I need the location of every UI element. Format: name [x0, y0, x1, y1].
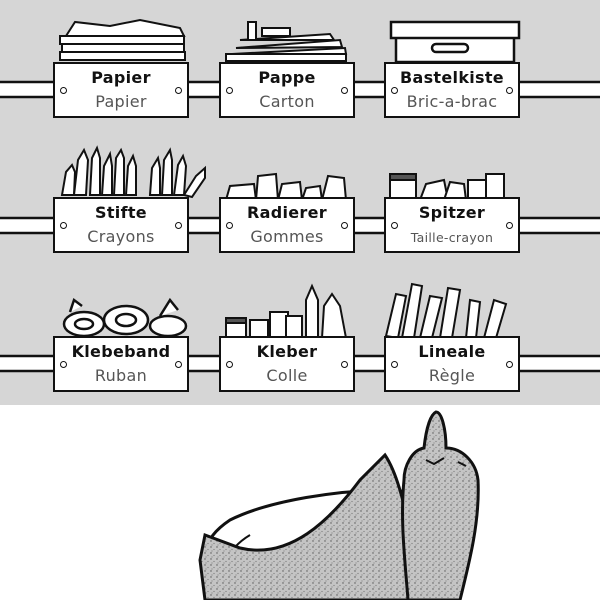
label-german: Pappe — [258, 68, 316, 87]
nail — [226, 361, 233, 368]
label-french: Crayons — [87, 227, 155, 246]
label-french: Gommes — [250, 227, 324, 246]
nail — [391, 222, 398, 229]
nail — [506, 361, 513, 368]
tape-rolls — [62, 297, 188, 338]
nail — [391, 87, 398, 94]
nail — [60, 361, 67, 368]
cat-paw — [401, 410, 480, 600]
shelf-label-craft-box: Bastelkiste Bric-a-brac — [384, 62, 520, 118]
shelf-label-cardboard: Pappe Carton — [219, 62, 355, 118]
nail — [341, 361, 348, 368]
label-german: Lineale — [418, 342, 486, 361]
nail — [341, 222, 348, 229]
nail — [60, 222, 67, 229]
shelf-label-pencils: Stifte Crayons — [53, 197, 189, 253]
label-french: Règle — [428, 366, 476, 385]
nail — [175, 361, 182, 368]
label-german: Papier — [91, 68, 151, 87]
nail — [226, 222, 233, 229]
cat-illustration — [198, 410, 480, 600]
cat-body — [198, 452, 432, 600]
nail — [175, 222, 182, 229]
label-french: Ruban — [94, 366, 148, 385]
nail — [391, 361, 398, 368]
nail — [175, 87, 182, 94]
nail — [226, 87, 233, 94]
label-french: Taille-crayon — [410, 230, 494, 245]
shelf-label-erasers: Radierer Gommes — [219, 197, 355, 253]
rulers — [384, 282, 508, 340]
label-german: Radierer — [247, 203, 327, 222]
nail — [506, 87, 513, 94]
erasers — [224, 172, 348, 201]
nail — [506, 222, 513, 229]
label-german: Klebeband — [71, 342, 171, 361]
shelf-label-glue: Kleber Colle — [219, 336, 355, 392]
shelf-label-paper: Papier Papier — [53, 62, 189, 118]
nail — [341, 87, 348, 94]
shelf-label-tape: Klebeband Ruban — [53, 336, 189, 392]
craft-box — [389, 20, 521, 64]
paper-stack — [59, 18, 186, 61]
label-french: Colle — [266, 366, 308, 385]
label-german: Spitzer — [418, 203, 486, 222]
shelf-label-rulers: Lineale Règle — [384, 336, 520, 392]
label-german: Kleber — [256, 342, 318, 361]
nail — [60, 87, 67, 94]
pencils — [60, 145, 206, 199]
label-french: Bric-a-brac — [406, 92, 498, 111]
label-german: Stifte — [95, 203, 147, 222]
glue-bottles — [225, 283, 348, 339]
shelf-label-sharpeners: Spitzer Taille-crayon — [384, 197, 520, 253]
label-french: Carton — [259, 92, 315, 111]
label-german: Bastelkiste — [400, 68, 504, 87]
label-french: Papier — [95, 92, 147, 111]
cardboard-stack — [225, 21, 348, 62]
